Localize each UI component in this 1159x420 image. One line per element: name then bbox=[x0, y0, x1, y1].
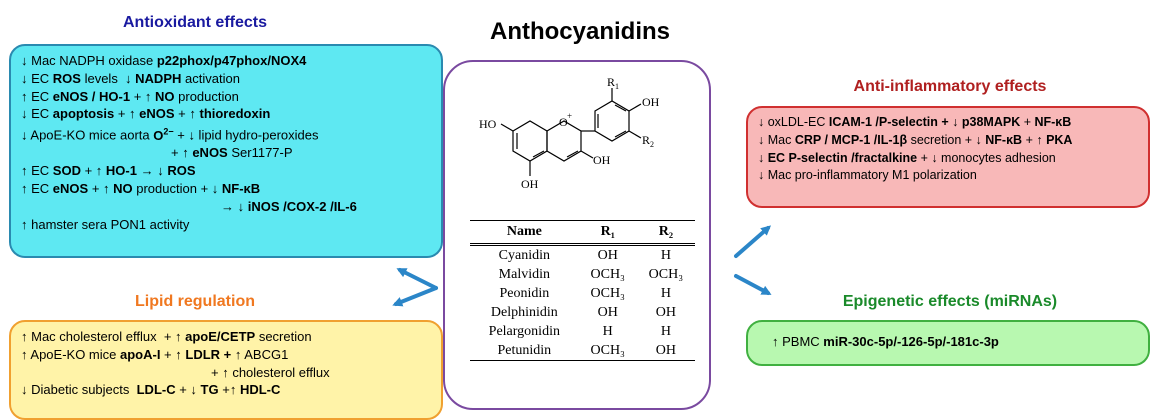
plus-label: + bbox=[567, 111, 572, 121]
epigenetic-title: Epigenetic effects (miRNAs) bbox=[842, 293, 1058, 310]
r2-label: R2 bbox=[642, 133, 654, 149]
lipid-line: ↓ Diabetic subjects LDL-C + ↓ TG +↑ HDL-… bbox=[21, 382, 281, 398]
table-cell: Pelargonidin bbox=[488, 323, 560, 339]
table-row: Delphinidin OH OH bbox=[470, 303, 695, 322]
antioxidant-line: → ↓ iNOS /COX-2 /IL-6 bbox=[221, 198, 357, 214]
table-row: Peonidin OCH₃ H bbox=[470, 284, 695, 303]
epigenetic-box: ↑ PBMC miR-30c-5p/-126-5p/-181c-3p bbox=[746, 320, 1150, 366]
antioxidant-line: ↓ ApoE-KO mice aorta O2− + ↓ lipid hydro… bbox=[21, 126, 319, 143]
lipid-line: ↑ ApoE-KO mice apoA-I + ↑ LDLR + ↑ ABCG1 bbox=[21, 346, 289, 362]
antioxidant-line: ↑ hamster sera PON1 activity bbox=[21, 216, 190, 232]
table-cell: H bbox=[602, 323, 613, 339]
epigenetic-line: ↑ PBMC miR-30c-5p/-126-5p/-181c-3p bbox=[772, 334, 999, 349]
anthocyanidin-box: HO O + OH OH R1 OH R2 Name R₁ R₂ Cyanidi… bbox=[443, 60, 711, 410]
arrow-to-antioxidant bbox=[396, 268, 438, 290]
table-cell: OH bbox=[655, 304, 677, 320]
oh-c3-label: OH bbox=[593, 153, 611, 167]
antioxidant-title: Antioxidant effects bbox=[122, 14, 267, 31]
table-header: Name bbox=[470, 220, 579, 246]
table-cell: OCH₃ bbox=[590, 266, 625, 282]
table-row: Malvidin OCH₃ OCH₃ bbox=[470, 265, 695, 284]
table-header: R₂ bbox=[636, 220, 695, 246]
ho-left-label: HO bbox=[479, 117, 497, 131]
antioxidant-line: ↑ EC eNOS / HO-1 + ↑ NO production bbox=[21, 88, 239, 104]
anthocyanidin-structure: HO O + OH OH R1 OH R2 bbox=[479, 75, 660, 191]
inflammatory-title: Anti-inflammatory effects bbox=[853, 78, 1047, 95]
inflammatory-line: ↓ Mac pro-inflammatory M1 polarization bbox=[758, 168, 977, 183]
antioxidant-line: ↑ EC SOD + ↑ HO-1 → ↓ ROS bbox=[21, 163, 196, 179]
table-cell: H bbox=[660, 247, 671, 263]
antioxidant-box: ↓ Mac NADPH oxidase p22phox/p47phox/NOX4… bbox=[9, 44, 443, 258]
lipid-title: Lipid regulation bbox=[135, 293, 255, 310]
table-row: Cyanidin OH H bbox=[470, 245, 695, 266]
table-row: Pelargonidin H H bbox=[470, 322, 695, 341]
antioxidant-line: ↑ EC eNOS + ↑ NO production + ↓ NF-κB bbox=[21, 180, 261, 196]
inflammatory-line: ↓ oxLDL-EC ICAM-1 /P-selectin + ↓ p38MAP… bbox=[758, 115, 1072, 129]
table-cell: H bbox=[660, 323, 671, 339]
main-title: Anthocyanidins bbox=[489, 18, 670, 45]
arrow-to-lipid bbox=[392, 286, 438, 307]
table-cell: OCH₃ bbox=[590, 285, 625, 301]
lipid-line: + ↑ cholesterol efflux bbox=[211, 364, 330, 380]
o-plus-label: O bbox=[559, 115, 568, 129]
lipid-line: ↑ Mac cholesterol efflux + ↑ apoE/CETP s… bbox=[21, 329, 312, 344]
arrow-to-epigenetic bbox=[734, 274, 772, 295]
table-cell: Malvidin bbox=[498, 266, 550, 282]
table-cell: OCH₃ bbox=[648, 266, 684, 282]
table-cell: OCH₃ bbox=[578, 341, 637, 361]
table-cell: OH bbox=[597, 304, 618, 320]
r1-label: R1 bbox=[607, 75, 619, 91]
table-header-row: Name R₁ R₂ bbox=[470, 220, 695, 246]
oh-right-label: OH bbox=[642, 95, 660, 109]
antioxidant-line: ↓ EC apoptosis + ↑ eNOS + ↑ thioredoxin bbox=[21, 106, 271, 122]
table-cell: Petunidin bbox=[470, 341, 579, 361]
table-cell: Cyanidin bbox=[498, 247, 550, 263]
antioxidant-line: ↓ EC ROS levels ↓ NADPH activation bbox=[21, 70, 240, 86]
table-cell: OH bbox=[636, 341, 695, 361]
inflammatory-line: ↓ EC P-selectin /fractalkine + ↓ monocyt… bbox=[758, 150, 1056, 165]
table-cell: OH bbox=[597, 247, 618, 263]
arrow-to-inflammatory bbox=[734, 225, 772, 258]
inflammatory-line: ↓ Mac CRP / MCP-1 /IL-1β secretion + ↓ N… bbox=[758, 132, 1073, 147]
oh-bottom-label: OH bbox=[521, 177, 539, 191]
table-header: R₁ bbox=[578, 220, 637, 246]
antioxidant-line: + ↑ eNOS Ser1177-P bbox=[171, 145, 293, 161]
antioxidant-line: ↓ Mac NADPH oxidase p22phox/p47phox/NOX4 bbox=[21, 53, 307, 68]
table-cell: Delphinidin bbox=[490, 304, 558, 320]
inflammatory-box: ↓ oxLDL-EC ICAM-1 /P-selectin + ↓ p38MAP… bbox=[746, 106, 1150, 208]
lipid-box: ↑ Mac cholesterol efflux + ↑ apoE/CETP s… bbox=[9, 320, 443, 420]
table-cell: Peonidin bbox=[499, 285, 550, 301]
table-cell: H bbox=[660, 285, 671, 301]
